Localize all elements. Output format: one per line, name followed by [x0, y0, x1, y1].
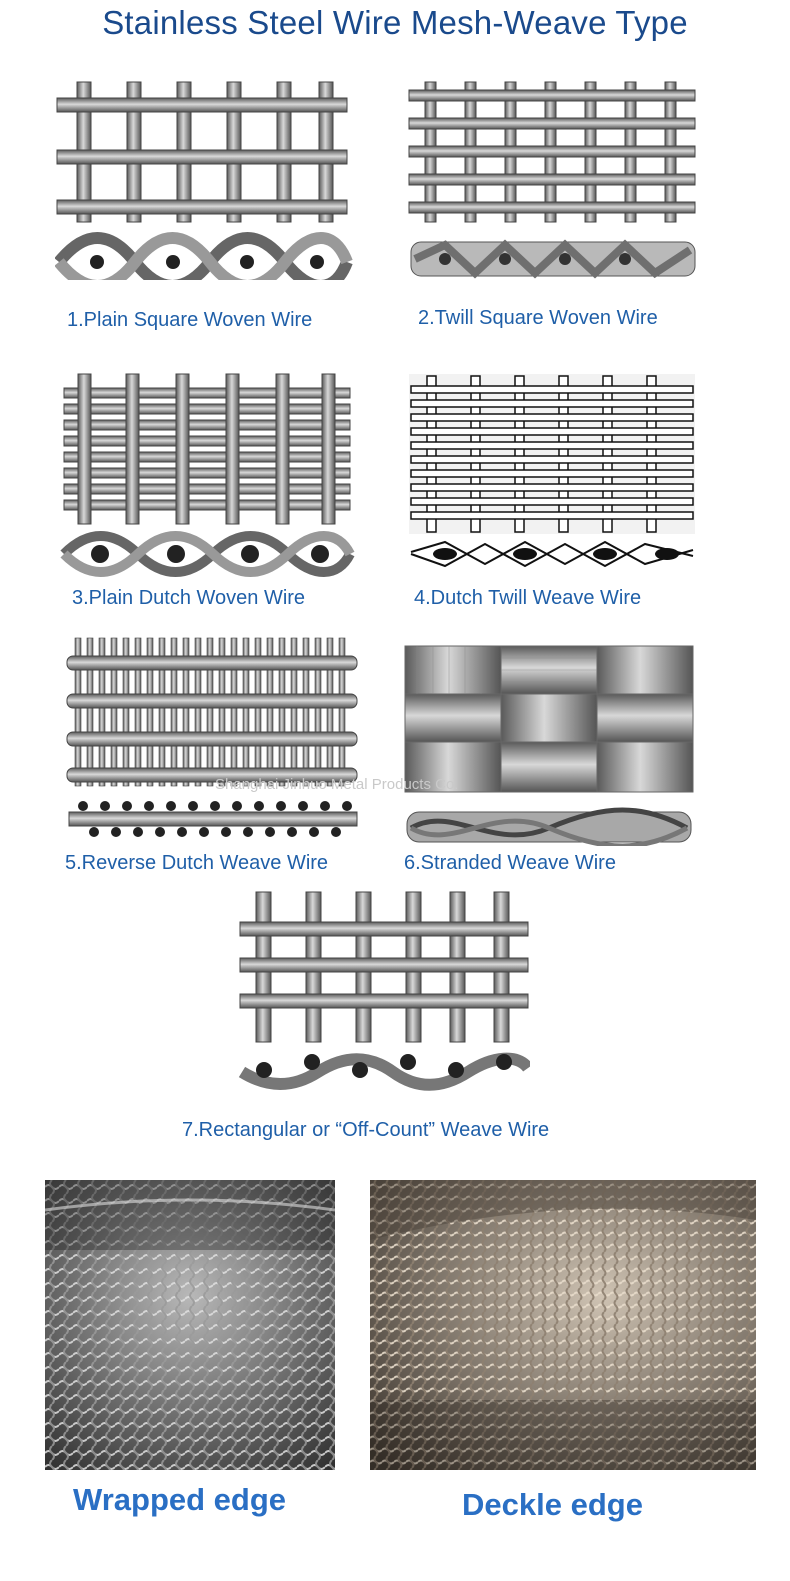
page-title: Stainless Steel Wire Mesh-Weave Type	[102, 4, 688, 41]
plain-dutch-weave-diagram	[60, 373, 355, 577]
weave-caption-5: 5.Reverse Dutch Weave Wire	[65, 852, 329, 874]
deckle-edge-label: Deckle edge	[462, 1487, 643, 1522]
weave-panel-2	[405, 80, 700, 285]
reverse-dutch-weave-diagram	[66, 637, 358, 837]
rectangular-weave-diagram	[238, 891, 530, 1091]
deckle-edge-photo	[370, 1180, 756, 1470]
weave-panel-7	[238, 890, 530, 1100]
twill-square-weave-diagram	[408, 81, 696, 279]
weave-panel-3	[58, 372, 358, 577]
weave-panel-4	[405, 372, 700, 577]
weave-panel-6	[403, 644, 695, 846]
weave-panel-1	[55, 80, 355, 280]
wrapped-edge-photo-frame	[45, 1180, 335, 1470]
plain-square-weave-diagram	[55, 81, 353, 280]
weave-caption-2: 2.Twill Square Woven Wire	[418, 307, 658, 329]
deckle-edge-photo-frame	[370, 1180, 756, 1470]
wrapped-edge-photo	[45, 1180, 335, 1470]
weave-caption-1: 1.Plain Square Woven Wire	[67, 309, 313, 331]
horizontal-wires	[56, 97, 348, 215]
weave-caption-3: 3.Plain Dutch Woven Wire	[72, 587, 306, 609]
stranded-weave-diagram	[404, 645, 694, 846]
watermark-text: Shanghai Jinhuo Metal Products Co.	[215, 776, 459, 793]
dutch-twill-weave-diagram	[409, 374, 695, 568]
weave-caption-4: 4.Dutch Twill Weave Wire	[414, 587, 642, 609]
wrapped-edge-label: Wrapped edge	[73, 1482, 287, 1517]
weave-caption-7: 7.Rectangular or “Off-Count” Weave Wire	[182, 1119, 550, 1141]
weave-panel-5	[65, 636, 360, 841]
weave-caption-6: 6.Stranded Weave Wire	[404, 852, 616, 874]
